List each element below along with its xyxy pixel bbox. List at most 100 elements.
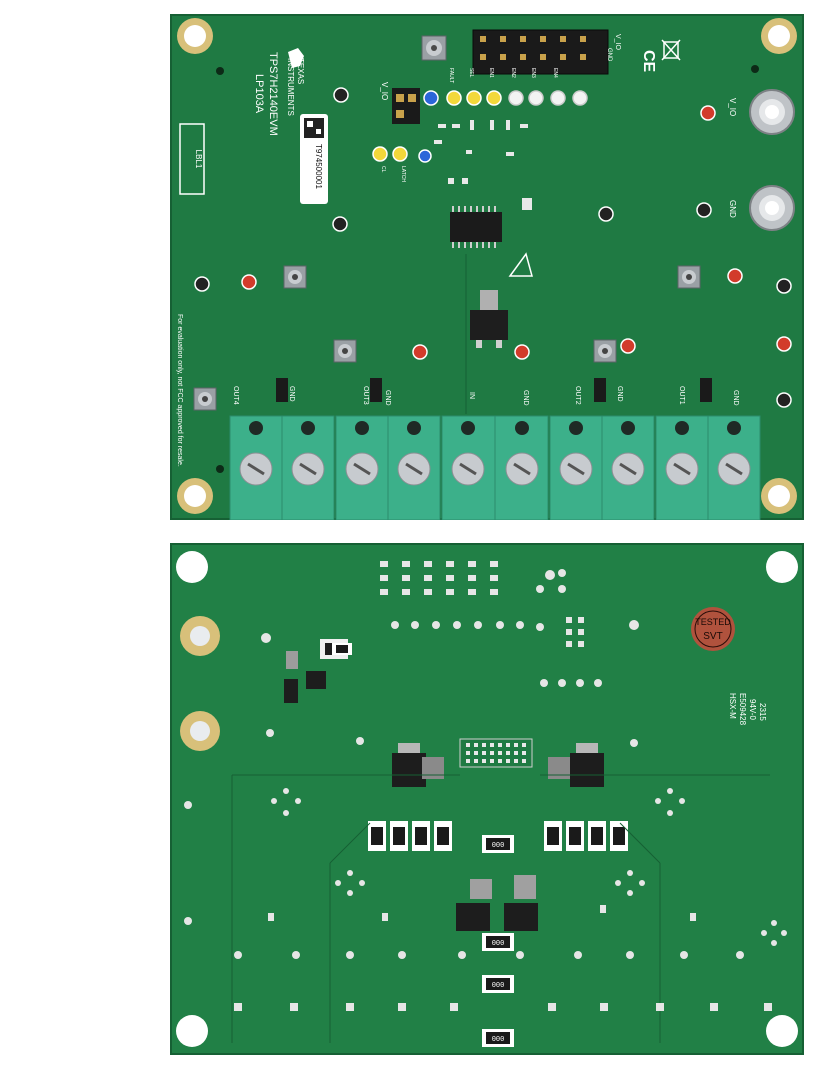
board-outline-traces (231, 774, 770, 1043)
svg-text:SVT: SVT (703, 631, 722, 642)
smd-pads-right (566, 617, 584, 647)
terminal-block-in[interactable] (441, 415, 549, 520)
power-transistor (470, 290, 508, 348)
mosfet-center-right (504, 875, 538, 931)
gnd-terminal-label: GND (728, 200, 737, 218)
resistor-bank-right (544, 821, 628, 851)
terminal-label-gnd-1: GND (288, 386, 295, 402)
pin-label-latch: LATCH (400, 166, 406, 182)
pin-label-en4: EN4 (552, 68, 558, 78)
terminal-label-out4: OUT4 (232, 386, 239, 405)
pcb-top-artwork: LBL1 TEXAS INSTRUMENTS TPS7H2140EVM LP10… (176, 18, 797, 520)
sma-connector-top[interactable] (421, 35, 447, 61)
resistor-marking-2: 000 (492, 940, 505, 948)
pin-label-fault: FAULT (448, 68, 454, 83)
board-name-text: TPS7H2140EVM (267, 52, 279, 136)
terminal-label-gnd-3: GND (522, 390, 529, 406)
sma-connector-in[interactable] (193, 387, 217, 411)
sense-resistor-r29 (332, 643, 352, 655)
resistor-column-center (482, 835, 514, 1047)
hole-top-right (766, 551, 798, 583)
serial-sticker: T974500001 (300, 114, 328, 204)
board-rev-text: LP103A (253, 74, 265, 114)
terminal-block-out1[interactable] (655, 415, 761, 520)
resistor-marking-3: 000 (492, 982, 505, 990)
hot-surface-warning-icon (508, 252, 533, 277)
banana-terminal-vio[interactable] (749, 89, 795, 135)
center-connector-pads (459, 738, 533, 768)
terminal-label-out2: OUT2 (574, 386, 581, 405)
passive-components (434, 120, 532, 210)
pcb-bottom-side: TESTED SVT HSX-M E509428 94V-0 2315 (170, 543, 804, 1055)
terminal-label-out3: OUT3 (362, 386, 369, 405)
resistor-marking-4: 000 (492, 1036, 505, 1044)
via-clusters (234, 788, 787, 959)
terminal-block-out3[interactable] (335, 415, 441, 520)
resistor-marking-1: 000 (492, 842, 505, 850)
banana-pad-gnd (180, 711, 220, 751)
terminal-label-in: IN (468, 392, 475, 399)
pin-label-en3: EN3 (530, 68, 536, 78)
sma-connector-out2[interactable] (593, 339, 617, 363)
vio-terminal-label: V_IO (728, 98, 737, 116)
output-jumpers[interactable] (276, 378, 712, 402)
svg-text:TESTED: TESTED (695, 617, 731, 627)
ti-logo: TEXAS INSTRUMENTS (286, 48, 305, 116)
jumper-vio-label: V_IO (380, 82, 389, 100)
sma-connector-out4[interactable] (283, 265, 307, 289)
hole-bottom-left (176, 1015, 208, 1047)
serial-text: T974500001 (314, 144, 323, 189)
pin-label-en1: EN1 (488, 68, 494, 78)
pin-label-en2: EN2 (510, 68, 516, 78)
mosfet-center-left (456, 879, 492, 931)
testpoint-black-group[interactable] (194, 87, 792, 408)
sma-connector-out3[interactable] (333, 339, 357, 363)
terminal-label-gnd-4: GND (616, 386, 623, 402)
mosfet-right (548, 743, 604, 787)
terminal-block-out2[interactable] (549, 415, 655, 520)
main-ic-chip (450, 206, 502, 248)
svg-text:CE: CE (640, 50, 657, 73)
mounting-hole-top-left (177, 18, 213, 54)
jumper-block-vio[interactable] (392, 88, 420, 124)
via-row-top (184, 569, 639, 925)
fab-mark-3: 94V-0 (748, 699, 757, 720)
header-via-grid (380, 561, 498, 595)
ce-mark: CE (640, 50, 657, 73)
terminal-label-gnd-5: GND (732, 390, 739, 406)
terminal-label-gnd-2: GND (384, 390, 391, 406)
header-connector-block[interactable] (472, 29, 609, 75)
header-vio-label: V_IO (614, 34, 621, 51)
tested-svt-stamp: TESTED SVT (691, 607, 735, 651)
terminal-block-out4[interactable] (229, 415, 335, 520)
header-gnd-label: GND (606, 48, 612, 62)
sma-connector-out1[interactable] (677, 265, 701, 289)
fab-mark-1: HSX-M (728, 693, 737, 719)
hole-bottom-right (766, 1015, 798, 1047)
weee-mark-icon (661, 39, 681, 61)
resistor-bank-left (368, 821, 452, 851)
label-box-text: LBL1 (194, 150, 203, 169)
mosfet-left (392, 743, 444, 787)
mounting-hole-bottom-right (761, 478, 797, 514)
svg-text:TEXAS: TEXAS (296, 58, 305, 84)
banana-terminal-gnd[interactable] (749, 185, 795, 231)
mounting-hole-bottom-left (177, 478, 213, 514)
mounting-hole-top-right (761, 18, 797, 54)
square-pads-bottom (234, 1003, 772, 1011)
label-box-outline (179, 123, 205, 195)
small-smd-pads (268, 905, 696, 921)
banana-pad-vio (180, 616, 220, 656)
pin-label-sel: SEL (468, 68, 474, 78)
testpoint-row[interactable] (372, 90, 588, 163)
fab-mark-4: 2315 (758, 703, 767, 721)
testpoint-red-group[interactable] (241, 105, 792, 360)
fcc-disclaimer: For evaluation only, not FCC approved fo… (176, 314, 183, 467)
terminal-label-out1: OUT1 (678, 386, 685, 405)
fab-mark-2: E509428 (738, 693, 747, 726)
pin-label-cl: CL (380, 166, 386, 173)
pcb-bottom-artwork: TESTED SVT HSX-M E509428 94V-0 2315 (176, 551, 798, 1047)
hole-top-left (176, 551, 208, 583)
svg-text:INSTRUMENTS: INSTRUMENTS (286, 58, 295, 116)
pcb-top-side: LBL1 TEXAS INSTRUMENTS TPS7H2140EVM LP10… (170, 14, 804, 520)
